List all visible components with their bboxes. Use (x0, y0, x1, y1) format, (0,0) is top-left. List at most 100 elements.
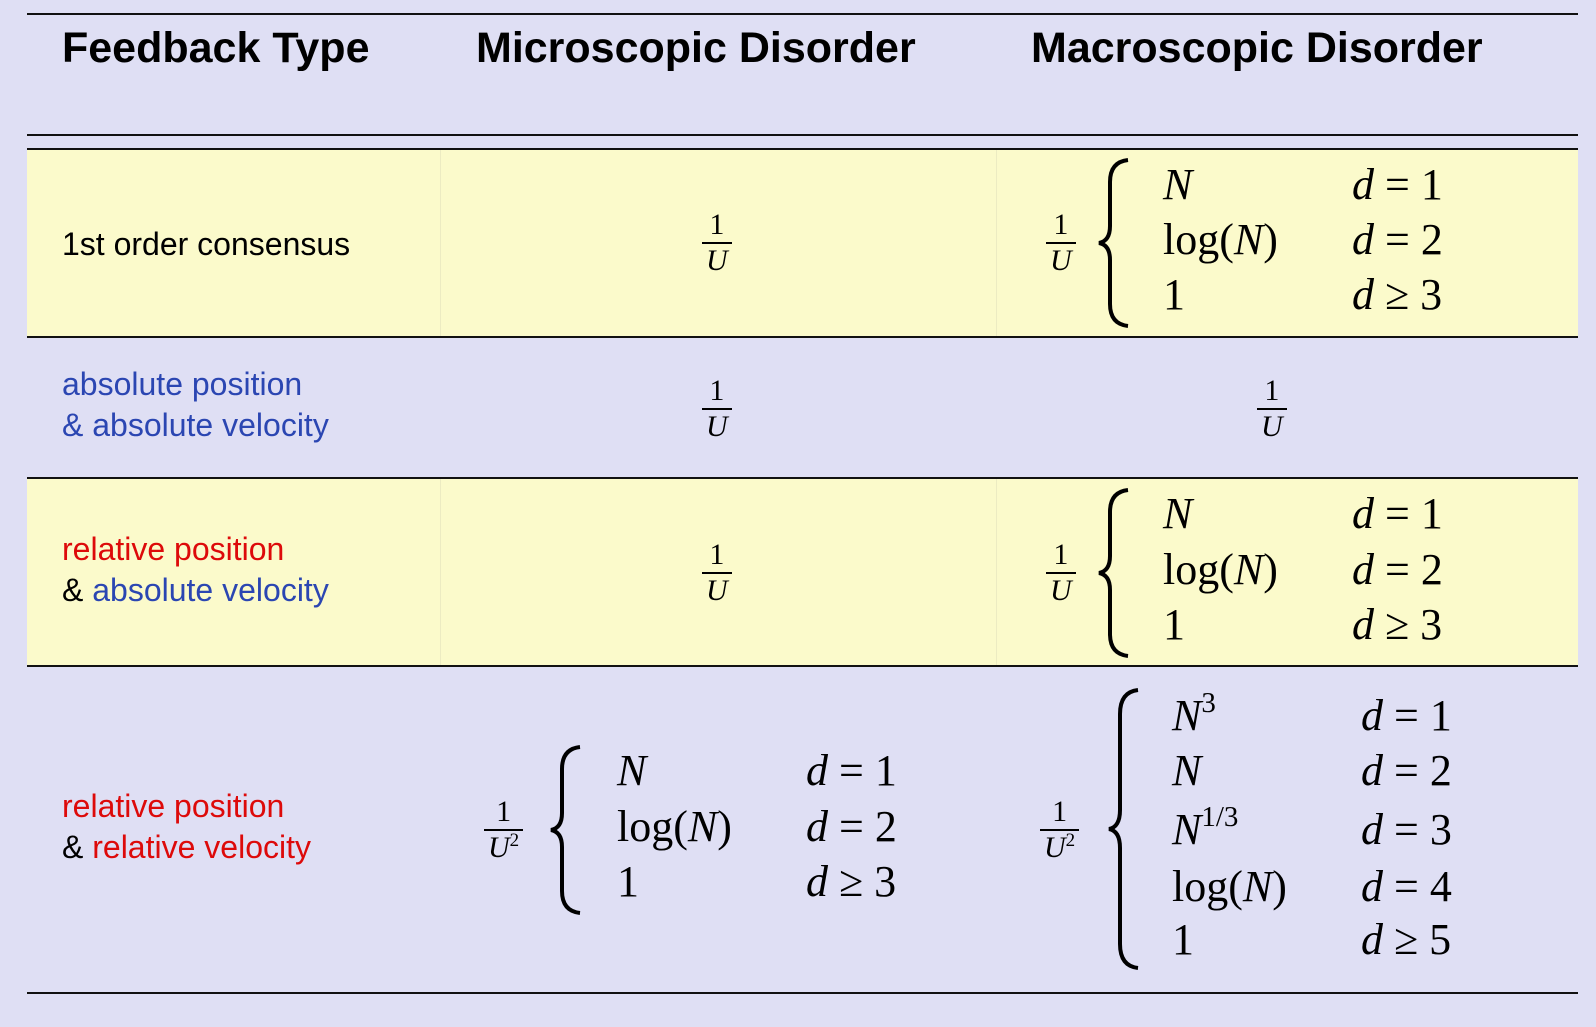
fraction-numerator: 1 (709, 538, 725, 571)
case-cond: d = 1 (806, 746, 897, 795)
row-4-micro-fraction: 1 U2 (484, 795, 524, 863)
row-1-macro-case-1-expr: N (1163, 163, 1192, 207)
case-cond: d = 1 (1361, 691, 1452, 740)
row-1-macro-brace (1098, 158, 1129, 328)
row-2-macro-fraction: 1 U (1257, 376, 1287, 442)
denominator-base: U (1044, 831, 1066, 864)
row-4-macro-case-1-expr: N3 (1172, 689, 1216, 740)
case-expr: N (1163, 160, 1193, 209)
case-expr: N (617, 746, 647, 795)
row-3-label: relative position & absolute velocity (62, 529, 329, 611)
denominator-exponent: 2 (509, 830, 520, 851)
row-4-micro-case-3-expr: 1 (617, 860, 639, 904)
row-3-macro-case-2-cond: d = 2 (1352, 548, 1443, 592)
row-1-rule (27, 336, 1578, 338)
row-4-macro-brace (1108, 688, 1139, 970)
case-cond: d ≥ 5 (1361, 915, 1452, 964)
row-4-label-velocity: relative velocity (92, 829, 311, 865)
row-2-micro-fraction: 1 U (702, 376, 732, 442)
row-4-micro-case-2-cond: d = 2 (806, 805, 897, 849)
case-expr: 1 (1163, 600, 1185, 649)
case-cond: d = 2 (1361, 746, 1452, 795)
row-4-macro-case-1-cond: d = 1 (1361, 694, 1452, 738)
row-4-label-amp: & (62, 829, 93, 865)
header-rule-lower (27, 148, 1578, 150)
header-rule-upper (27, 134, 1578, 136)
fraction-numerator: 1 (709, 374, 725, 407)
fraction-numerator: 1 (709, 208, 725, 241)
fraction-denominator: U2 (1040, 829, 1080, 864)
row-1-macro-case-3-cond: d ≥ 3 (1352, 273, 1442, 317)
row-3-label-velocity: absolute velocity (92, 572, 329, 608)
case-expr: log(N) (1172, 862, 1287, 911)
case-expr: N (1172, 691, 1202, 740)
row-3-label-amp: & (62, 572, 93, 608)
case-exponent: 3 (1201, 687, 1216, 720)
row-3-macro-case-3-cond: d ≥ 3 (1352, 603, 1442, 647)
row-3-macro-case-1-expr: N (1163, 492, 1192, 536)
row-1-macro-case-1-cond: d = 1 (1352, 163, 1443, 207)
case-expr: 1 (1163, 270, 1185, 319)
row-1-macro-fraction: 1 U (1046, 210, 1076, 276)
denominator-exponent: 2 (1065, 830, 1076, 851)
fraction-numerator: 1 (496, 795, 512, 828)
row-3-macro-case-2-expr: log(N) (1163, 548, 1278, 592)
case-cond: d ≥ 3 (1352, 270, 1443, 319)
fraction-denominator: U (1046, 572, 1076, 606)
case-cond: d ≥ 3 (1352, 600, 1443, 649)
case-cond: d = 4 (1361, 862, 1452, 911)
row-3-rule (27, 665, 1578, 667)
case-exponent: 1/3 (1201, 801, 1239, 834)
row-1-label-line-1: 1st order consensus (62, 226, 351, 262)
case-expr: log(N) (617, 802, 732, 851)
row-4-micro-case-2-expr: log(N) (617, 805, 732, 849)
row-4-macro-case-4-cond: d = 4 (1361, 865, 1452, 909)
fraction-numerator: 1 (1053, 208, 1069, 241)
case-cond: d = 3 (1361, 805, 1452, 854)
fraction-numerator: 1 (1053, 538, 1069, 571)
row-4-micro-case-1-cond: d = 1 (806, 749, 897, 793)
header-microscopic-disorder: Microscopic Disorder (476, 24, 916, 72)
row-3-highlight (27, 479, 1578, 665)
row-1-macro-case-2-cond: d = 2 (1352, 218, 1443, 262)
row-2-label: absolute position & absolute velocity (62, 364, 329, 446)
header-macroscopic-disorder: Macroscopic Disorder (1031, 24, 1483, 72)
row-1-macro-case-2-expr: log(N) (1163, 218, 1278, 262)
row-3-macro-case-1-cond: d = 1 (1352, 492, 1443, 536)
case-cond: d = 2 (1352, 545, 1443, 594)
row-1-highlight (27, 150, 1578, 336)
row-3-sep-a (440, 479, 441, 665)
row-2-rule (27, 477, 1578, 479)
row-2-label-line-1: absolute position (62, 366, 303, 402)
row-4-label: relative position & relative velocity (62, 786, 311, 868)
row-3-macro-fraction: 1 U (1046, 540, 1076, 606)
case-cond: d = 2 (806, 802, 897, 851)
fraction-denominator: U (702, 242, 732, 276)
case-expr: log(N) (1163, 545, 1278, 594)
case-cond: d ≥ 3 (806, 857, 897, 906)
fraction-numerator: 1 (1052, 795, 1068, 828)
case-expr: 1 (1172, 915, 1194, 964)
row-3-label-line-1: relative position (62, 531, 285, 567)
row-1-micro-fraction: 1 U (702, 210, 732, 276)
top-rule (27, 13, 1578, 15)
row-4-macro-case-3-expr: N1/3 (1172, 803, 1238, 854)
case-expr: N (1163, 489, 1193, 538)
case-expr: 1 (617, 857, 639, 906)
case-cond: d = 2 (1352, 215, 1443, 264)
case-expr: N (1172, 805, 1202, 854)
row-3-label-line-2: & absolute velocity (62, 570, 329, 611)
row-1-sep-a (440, 150, 441, 336)
bottom-rule (27, 992, 1578, 994)
row-4-label-line-2: & relative velocity (62, 827, 311, 868)
fraction-denominator: U (1046, 242, 1076, 276)
fraction-numerator: 1 (1264, 374, 1280, 407)
row-4-macro-case-2-cond: d = 2 (1361, 749, 1452, 793)
row-4-label-line-1: relative position (62, 788, 285, 824)
fraction-denominator: U (1257, 408, 1287, 442)
row-4-macro-fraction: 1 U2 (1040, 795, 1080, 864)
row-4-micro-case-1-expr: N (617, 749, 646, 793)
row-1-label: 1st order consensus (62, 224, 350, 265)
row-4-micro-brace (550, 745, 581, 915)
row-1-sep-b (996, 150, 997, 336)
